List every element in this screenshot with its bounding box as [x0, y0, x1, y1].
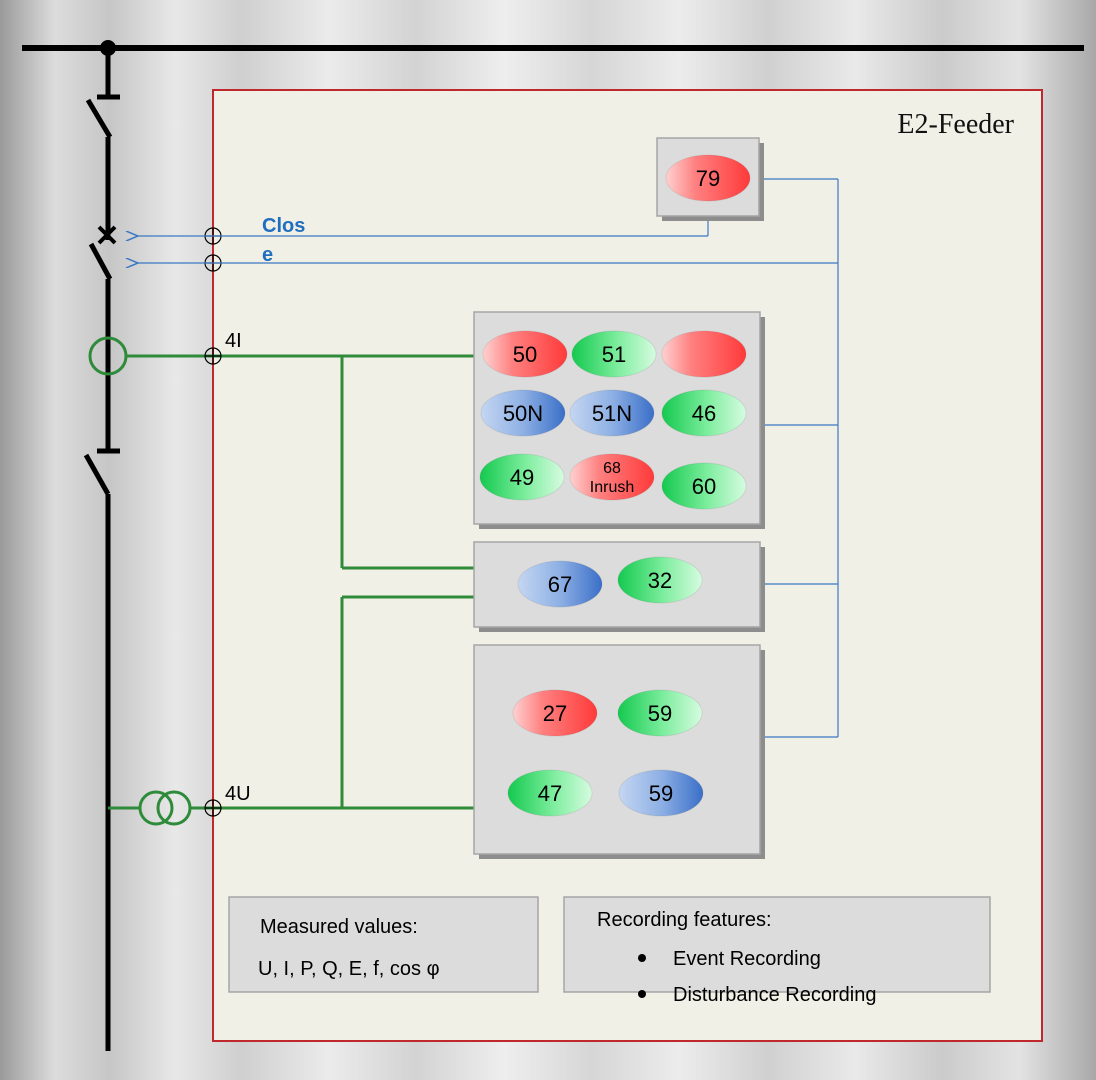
recording-item-disturbance: Disturbance Recording [673, 984, 876, 1006]
current-input-label: 4I [225, 330, 242, 352]
svg-text:79: 79 [696, 166, 720, 191]
voltage-transformer-icon [108, 790, 213, 826]
function-49: 49 [479, 453, 565, 501]
function-50N: 50N [480, 389, 566, 437]
function-27: 27 [512, 689, 598, 737]
recording-features-title: Recording features: [597, 909, 772, 931]
measured-values-box [228, 896, 539, 993]
function-59: 59 [617, 689, 703, 737]
function-47: 47 [507, 769, 593, 817]
svg-text:60: 60 [692, 474, 716, 499]
svg-text:67: 67 [548, 572, 572, 597]
feeder-line [83, 48, 120, 1051]
svg-text:32: 32 [648, 568, 672, 593]
breaker-cross-icon [97, 225, 117, 245]
svg-text:49: 49 [510, 465, 534, 490]
feeder-label: E2-Feeder [897, 109, 1014, 140]
group-box-directional [473, 541, 761, 628]
svg-text:51: 51 [602, 342, 626, 367]
svg-text:59: 59 [649, 781, 673, 806]
svg-text:46: 46 [692, 401, 716, 426]
trip-wiring [138, 178, 839, 738]
group-box-voltage [473, 644, 761, 855]
function-50: 50 [482, 330, 568, 378]
svg-text:50N: 50N [503, 401, 543, 426]
measured-values-title: Measured values: [260, 916, 418, 938]
function-blank [661, 330, 747, 378]
recording-item-event: Event Recording [673, 948, 821, 970]
function-51N: 51N [569, 389, 655, 437]
svg-text:50: 50 [513, 342, 537, 367]
bullet-icon [638, 954, 646, 962]
function-46: 46 [661, 389, 747, 437]
function-60: 60 [661, 462, 747, 510]
svg-text:68: 68 [603, 460, 621, 477]
function-59: 59 [618, 769, 704, 817]
measured-values-list: U, I, P, Q, E, f, cos φ [258, 958, 440, 980]
svg-text:27: 27 [543, 701, 567, 726]
function-67: 67 [517, 560, 603, 608]
voltage-input-label: 4U [225, 783, 251, 805]
measurement-wiring [126, 354, 474, 810]
bullet-icon [638, 990, 646, 998]
function-51: 51 [571, 330, 657, 378]
function-32: 32 [617, 556, 703, 604]
function-79: 79 [665, 154, 751, 202]
svg-text:Inrush: Inrush [590, 479, 634, 496]
close-label-line1: Clos [262, 215, 305, 237]
close-label-line2: e [262, 244, 273, 266]
svg-text:59: 59 [648, 701, 672, 726]
svg-text:47: 47 [538, 781, 562, 806]
svg-text:51N: 51N [592, 401, 632, 426]
recording-features-box [563, 896, 991, 993]
